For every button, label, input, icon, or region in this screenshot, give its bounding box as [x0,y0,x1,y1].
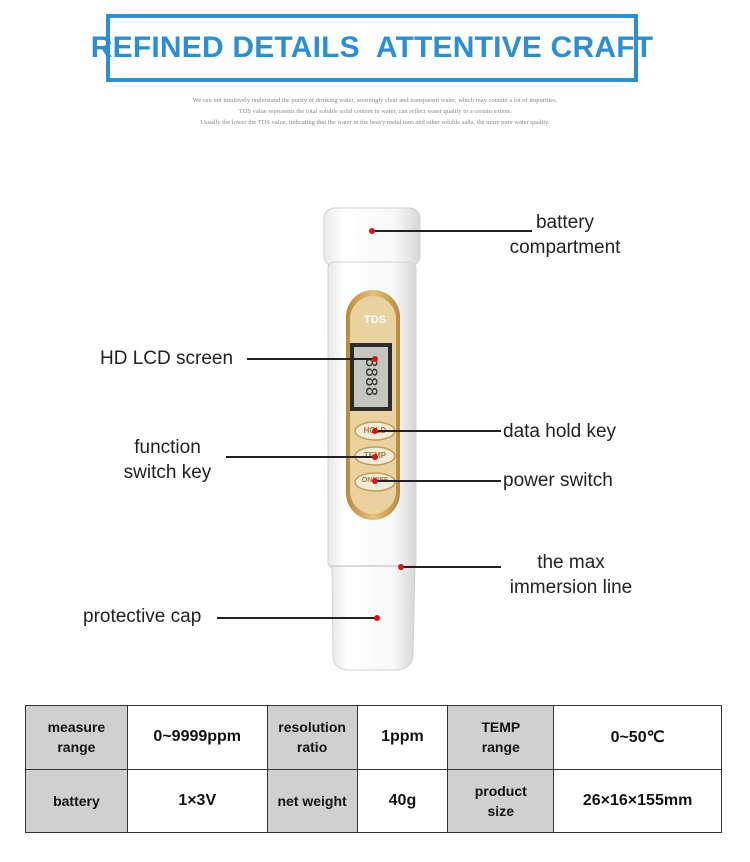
hold-callout-line [375,430,501,432]
immersion-callout-label: the max immersion line [500,550,642,600]
intro-line-3: Usually the lower the TDS value, indicat… [200,119,550,126]
spec-key-net-weight: net weight [266,768,358,833]
function-callout-line-2: switch key [123,462,212,483]
battery-compartment-shape [323,207,421,267]
spec-value-battery: 1×3V [126,768,268,833]
immersion-callout-line-2: immersion line [509,577,633,598]
cap-callout-line [217,617,377,619]
lcd-callout-label: HD LCD screen [100,348,234,369]
page-title: REFINED DETAILS ATTENTIVE CRAFT [90,31,654,64]
spec-value-product-size: 26×16×155mm [553,768,722,833]
function-callout-label: function switch key [110,435,225,485]
lcd-digits: 8888 [362,357,381,397]
lcd-marker-dot [372,356,378,362]
battery-callout-line [372,230,532,232]
battery-callout-line-2: compartment [509,237,621,258]
battery-callout-line-1: battery [535,212,595,233]
tds-pen-image [323,207,421,671]
immersion-callout-line-1: the max [537,552,605,573]
cap-callout-label: protective cap [83,606,202,627]
spec-key-battery: battery [25,768,128,833]
battery-callout-label: battery compartment [500,210,630,260]
spec-value-temp-range: 0~50℃ [553,705,722,770]
intro-line-1: We can not intuitively understand the pu… [192,97,558,104]
function-callout-line [226,456,375,458]
spec-value-measure-range: 0~9999ppm [126,705,268,770]
function-marker-dot [372,454,378,460]
hold-marker-dot [372,428,378,434]
panel-tds-label: TDS [364,314,386,326]
cap-marker-dot [374,615,380,621]
power-callout-label: power switch [503,470,613,491]
spec-value-net-weight: 40g [356,768,449,833]
spec-value-resolution-ratio: 1ppm [356,705,449,770]
immersion-callout-line [401,566,501,568]
immersion-marker-dot [398,564,404,570]
intro-line-2: TDS value represents the total soluble s… [238,108,512,115]
title-box: REFINED DETAILS ATTENTIVE CRAFT [91,14,653,82]
power-callout-line [375,480,501,482]
lcd-callout-line [247,358,375,360]
hold-callout-label: data hold key [503,421,617,442]
power-marker-dot [372,478,378,484]
battery-marker-dot [369,228,375,234]
function-callout-line-1: function [134,437,201,458]
